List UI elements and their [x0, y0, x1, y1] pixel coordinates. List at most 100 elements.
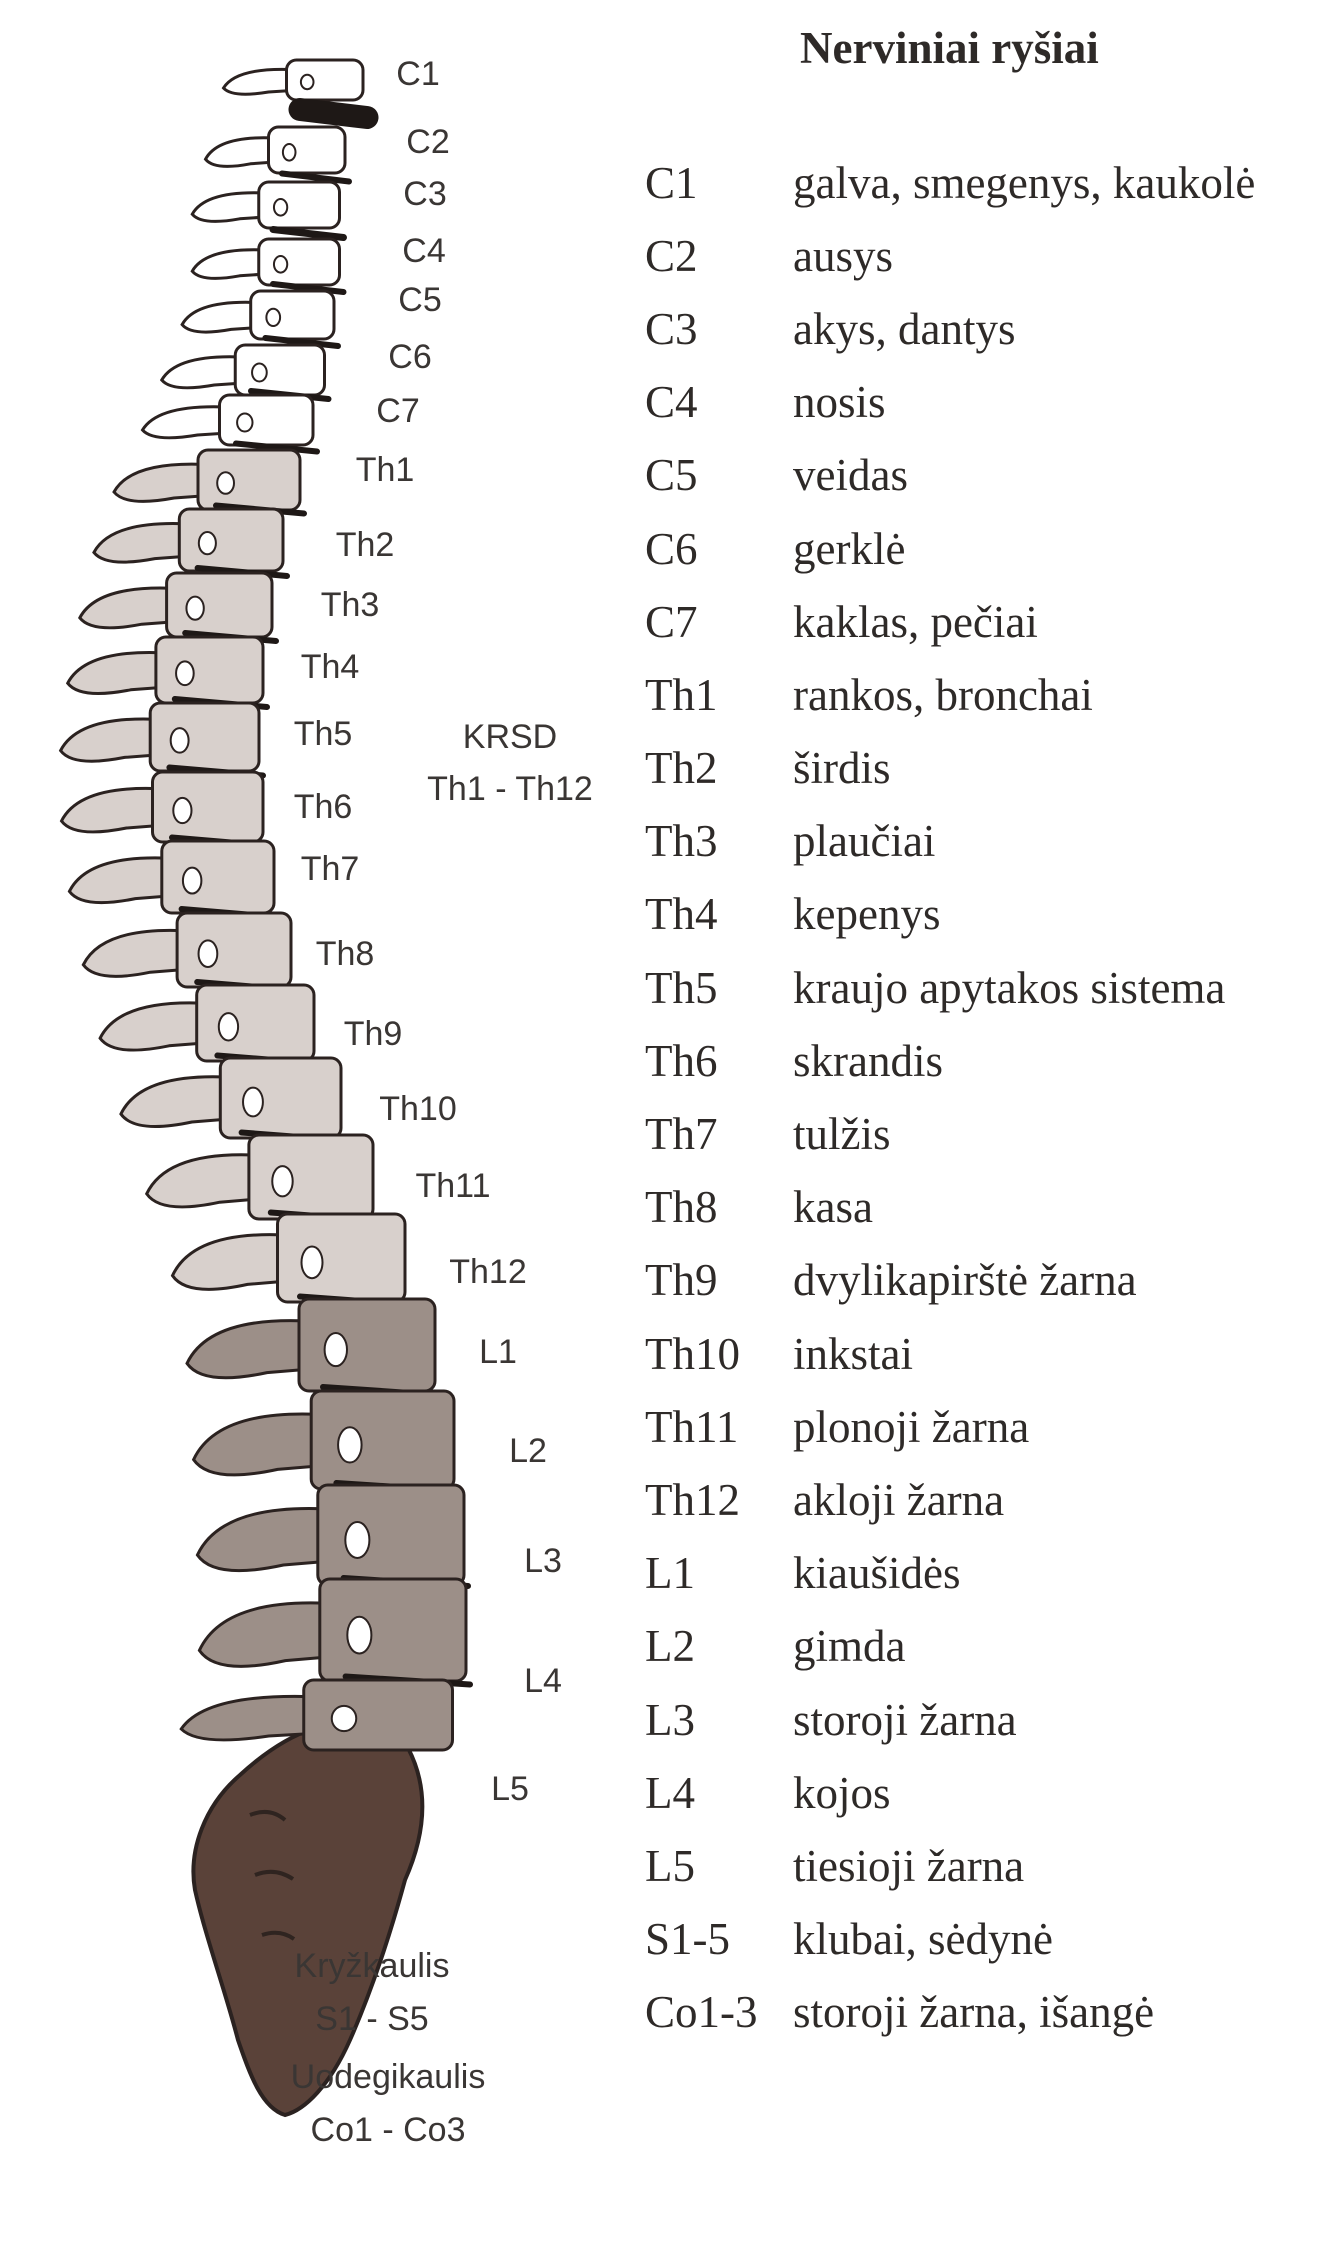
nerve-code: L5 [645, 1840, 793, 1892]
nerve-code: C5 [645, 449, 793, 501]
vertebral-body [179, 509, 283, 571]
nerve-organ: skrandis [793, 1035, 943, 1087]
vertebra-label: C6 [388, 338, 431, 376]
nerve-organ: rankos, bronchai [793, 669, 1093, 721]
nerve-code: Th12 [645, 1474, 793, 1526]
vertebra-th4 [68, 637, 263, 703]
vertebra-label: C7 [376, 392, 419, 430]
nerve-code: Th3 [645, 815, 793, 867]
intervertebral-disc [273, 230, 344, 238]
nerve-organ: plaučiai [793, 815, 935, 867]
nerve-organ: kasa [793, 1181, 873, 1233]
nerve-code: C1 [645, 157, 793, 209]
vertebra-l4 [199, 1579, 466, 1681]
vertebral-body [220, 1058, 341, 1138]
foramen [199, 532, 216, 554]
vertebra-th11 [147, 1135, 373, 1219]
table-title: Nerviniai ryšiai [800, 22, 1099, 74]
vertebra-c6 [162, 345, 325, 395]
nerve-row: Th9dvylikapirštė žarna [645, 1244, 1255, 1317]
foramen [283, 144, 296, 161]
vertebral-body [259, 239, 340, 285]
nerve-organ: tiesioji žarna [793, 1840, 1024, 1892]
vertebra-th5 [61, 703, 259, 771]
vertebra-label: C2 [406, 123, 449, 161]
nerve-row: L1kiaušidės [645, 1537, 1255, 1610]
coccyx-name: Uodegikaulis [291, 2058, 486, 2096]
vertebral-body [249, 1135, 373, 1219]
nerve-code: Th11 [645, 1401, 793, 1453]
foramen [243, 1088, 263, 1117]
nerve-connections-table: C1galva, smegenys, kaukolėC2ausysC3akys,… [645, 146, 1255, 2049]
vertebra-th2 [94, 509, 283, 571]
foramen [171, 728, 189, 752]
foramen [219, 1013, 238, 1040]
nerve-organ: akys, dantys [793, 303, 1015, 355]
vertebra-label: L3 [524, 1542, 562, 1580]
nerve-organ: nosis [793, 376, 886, 428]
vertebra-label: L4 [524, 1662, 562, 1700]
nerve-code: Th8 [645, 1181, 793, 1233]
foramen [338, 1427, 362, 1462]
vertebral-body [320, 1579, 466, 1681]
vertebral-body [311, 1391, 454, 1489]
foramen [332, 1706, 357, 1731]
vertebral-body [299, 1299, 435, 1391]
vertebra-label: Th5 [294, 715, 353, 753]
nerve-code: C3 [645, 303, 793, 355]
vertebra-label: Th6 [294, 788, 353, 826]
vertebral-body [269, 127, 346, 173]
thoracic-region-abbr: KRSD [463, 718, 557, 756]
nerve-code: Th1 [645, 669, 793, 721]
foramen [173, 798, 191, 823]
vertebra-th9 [100, 985, 314, 1061]
nerve-row: C7kaklas, pečiai [645, 585, 1255, 658]
nerve-row: C4nosis [645, 366, 1255, 439]
foramen [199, 940, 218, 967]
vertebra-th8 [83, 913, 291, 987]
vertebra-c5 [182, 291, 334, 339]
vertebra-th6 [62, 772, 264, 842]
foramen [325, 1333, 347, 1366]
nerve-code: L3 [645, 1694, 793, 1746]
vertebral-body [198, 450, 300, 510]
foramen [302, 1247, 323, 1279]
foramen [176, 661, 194, 685]
foramen [347, 1617, 371, 1654]
vertebral-body [162, 841, 274, 913]
nerve-organ: gimda [793, 1620, 905, 1672]
sacrum-name: Kryžkaulis [295, 1947, 450, 1985]
nerve-row: Th10inkstai [645, 1317, 1255, 1390]
nerve-code: C2 [645, 230, 793, 282]
nerve-code: Th5 [645, 962, 793, 1014]
coccyx-range: Co1 - Co3 [311, 2111, 466, 2149]
vertebra-l3 [197, 1485, 464, 1585]
vertebral-body [278, 1214, 406, 1302]
thoracic-region-range: Th1 - Th12 [427, 770, 593, 808]
nerve-row: C1galva, smegenys, kaukolė [645, 146, 1255, 219]
vertebra-label: Th10 [379, 1090, 457, 1128]
nerve-organ: kepenys [793, 888, 940, 940]
vertebral-body [197, 985, 314, 1061]
nerve-code: S1-5 [645, 1913, 793, 1965]
vertebra-label: Th12 [449, 1253, 527, 1291]
foramen [237, 414, 252, 432]
nerve-row: Th4kepenys [645, 878, 1255, 951]
vertebral-body [304, 1680, 453, 1750]
foramen [217, 472, 234, 494]
vertebra-c4 [192, 239, 339, 285]
vertebra-th7 [69, 841, 274, 913]
vertebra-label: Th2 [336, 526, 395, 564]
vertebra-label: Th4 [301, 648, 360, 686]
nerve-code: L4 [645, 1767, 793, 1819]
nerve-code: Co1-3 [645, 1986, 793, 2038]
vertebra-th1 [114, 450, 300, 510]
